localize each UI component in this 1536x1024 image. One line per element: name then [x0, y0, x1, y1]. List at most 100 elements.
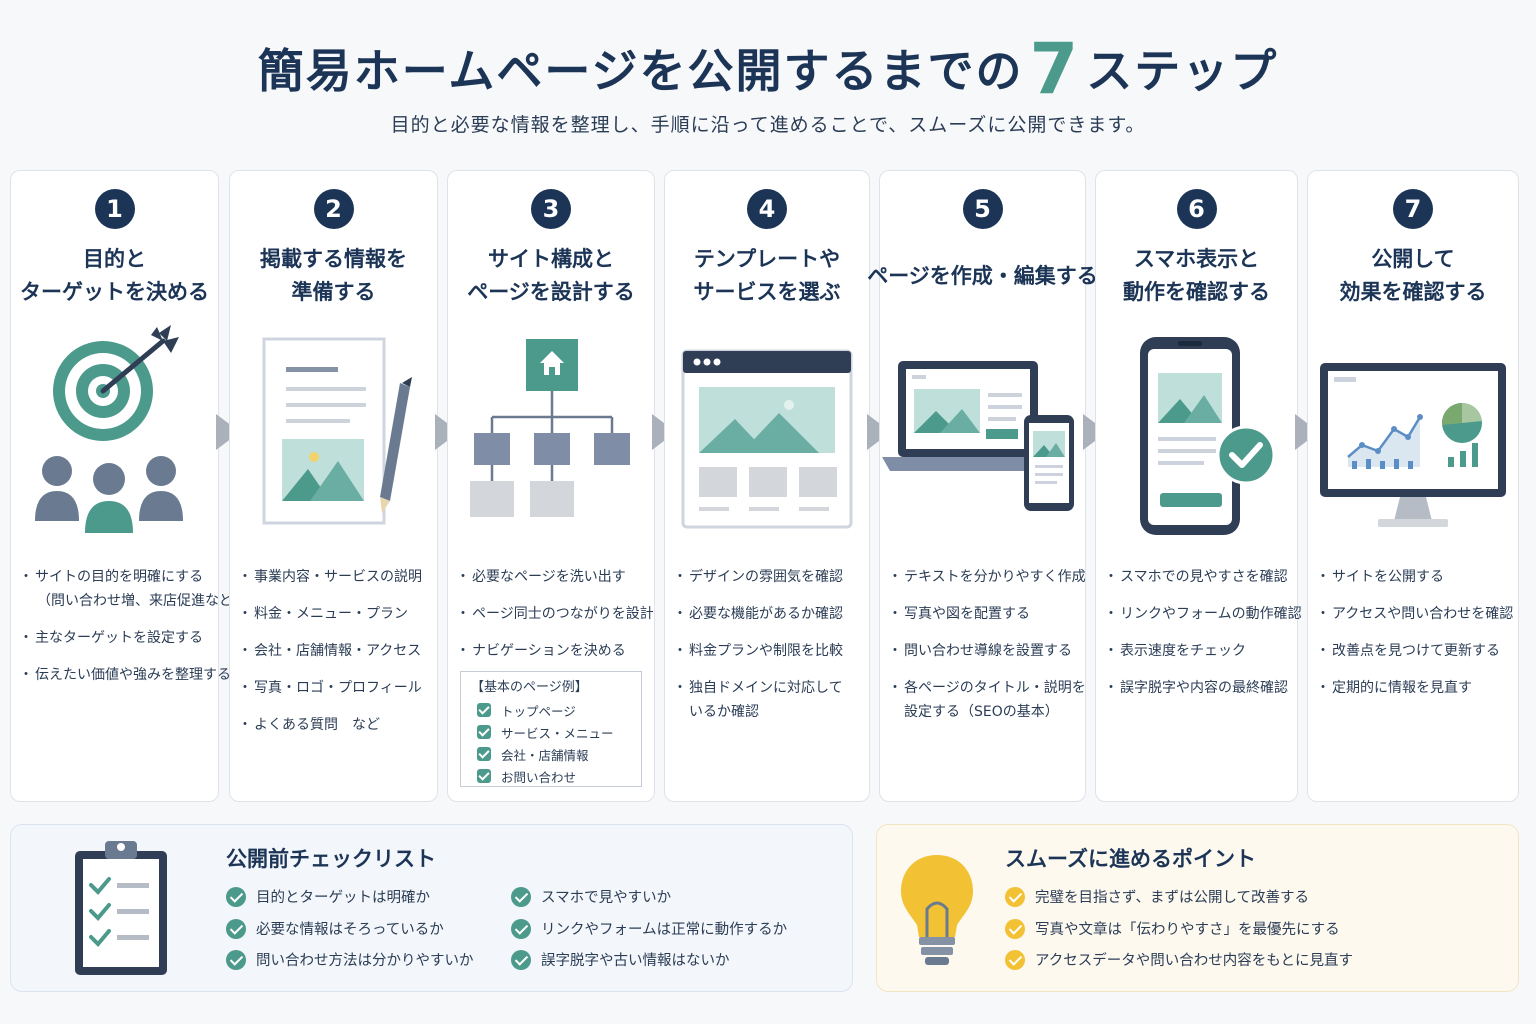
page-label: お問い合わせ	[501, 769, 577, 785]
browser-window-icon	[681, 349, 853, 529]
list-item: お問い合わせ	[471, 765, 631, 787]
step-card-3: 3 サイト構成と ページを設計する	[447, 170, 655, 802]
list-item: アクセスや問い合わせを確認	[1316, 602, 1513, 626]
list-item: ナビゲーションを決める	[456, 639, 648, 663]
checkbox-icon	[477, 725, 491, 739]
list-item: 完璧を目指さず、まずは公開して改善する	[1005, 886, 1309, 907]
bar-chart-icon	[1448, 443, 1478, 467]
step-heading-line: 準備する	[291, 280, 376, 304]
list-item: 問い合わせ方法は分かりやすいか	[226, 949, 474, 970]
step-heading-line: 効果を確認する	[1339, 280, 1487, 304]
list-item: （問い合わせ増、来店促進など）	[37, 593, 247, 609]
step-heading: 掲載する情報を 準備する	[230, 241, 437, 311]
list-item: 誤字脱字や内容の最終確認	[1104, 676, 1291, 700]
step-card-6: 6 スマホ表示と 動作を確認する スマホでの見やすさを	[1095, 170, 1302, 802]
step-heading: スマホ表示と 動作を確認する	[1096, 241, 1297, 311]
list-item: リンクやフォームは正常に動作するか	[511, 918, 787, 939]
step-card-2: 2 掲載する情報を 準備する 事業内容・サービスの説明	[229, 170, 438, 802]
step-number: 1	[94, 189, 135, 229]
list-item: デザインの雰囲気を確認	[673, 565, 863, 589]
step-heading-line: 動作を確認する	[1123, 280, 1270, 304]
checklist-item-label: 問い合わせ方法は分かりやすいか	[256, 953, 474, 969]
checklist-panel: 公開前チェックリスト 目的とターゲットは明確か 必要な情報はそろっているか 問い…	[10, 824, 853, 992]
step-heading-line: テンプレートや	[693, 247, 841, 271]
title-before: 簡易ホームページを公開するまでの	[257, 44, 1024, 98]
step-bullets: スマホでの見やすさを確認 リンクやフォームの動作確認 表示速度をチェック 誤字脱…	[1104, 565, 1302, 713]
smartphone-icon	[1140, 337, 1240, 535]
home-icon	[540, 351, 564, 375]
step-card-5: 5 ページを作成・編集する	[867, 170, 1098, 802]
list-item: いるか確認	[689, 704, 759, 720]
checklist-item-label: 誤字脱字や古い情報はないか	[541, 953, 730, 969]
step-heading-line: ターゲットを決める	[20, 280, 209, 304]
devices-illustration	[880, 321, 1085, 541]
list-item: サイトの目的を明確にする	[19, 565, 212, 589]
step-heading-line: サイト構成と	[488, 247, 614, 271]
list-item: テキストを分かりやすく作成	[888, 565, 1086, 589]
list-item: スマホでの見やすさを確認	[1104, 565, 1291, 589]
step-heading-line: ページを設計する	[467, 280, 635, 304]
list-item: アクセスデータや問い合わせ内容をもとに見直す	[1005, 949, 1353, 970]
step-bullets: 必要なページを洗い出す ページ同士のつながりを設計 ナビゲーションを決める	[456, 565, 654, 676]
list-item: サイトを公開する	[1316, 565, 1512, 589]
check-circle-icon	[1216, 425, 1276, 485]
basic-pages-box: 【基本のページ例】 トップページ サービス・メニュー 会社・店舗情報 お問い合わ…	[460, 671, 642, 787]
step-number: 3	[531, 189, 571, 229]
step-bullets: サイトの目的を明確にする （問い合わせ増、来店促進など） 主なターゲットを設定す…	[19, 565, 247, 700]
list-item: 料金・メニュー・プラン	[238, 602, 431, 626]
list-item: 伝えたい価値や強みを整理する	[19, 663, 231, 687]
step-number: 7	[1393, 189, 1433, 229]
step-bullets: テキストを分かりやすく作成 写真や図を配置する 問い合わせ導線を設置する 各ペー…	[888, 565, 1086, 737]
list-item: 写真や図を配置する	[888, 602, 1079, 626]
step-heading: 公開して 効果を確認する	[1308, 241, 1518, 311]
list-item: 会社・店舗情報	[471, 743, 631, 765]
list-item: 料金プランや制限を比較	[673, 639, 863, 663]
line-chart-icon	[1347, 414, 1423, 469]
step-bullets: サイトを公開する アクセスや問い合わせを確認 改善点を見つけて更新する 定期的に…	[1316, 565, 1513, 713]
arrow-icon	[100, 325, 179, 394]
list-item: よくある質問 など	[238, 713, 431, 737]
tips-item-label: 完璧を目指さず、まずは公開して改善する	[1035, 890, 1310, 906]
list-item: ページ同士のつながりを設計	[456, 602, 654, 626]
step-heading: 目的と ターゲットを決める	[11, 241, 218, 311]
step-heading-line: 公開して	[1371, 247, 1455, 271]
tips-item-label: アクセスデータや問い合わせ内容をもとに見直す	[1035, 953, 1353, 969]
mobile-check-illustration	[1096, 321, 1297, 541]
document-illustration	[230, 321, 437, 541]
checklist-item-label: スマホで見やすいか	[541, 890, 672, 906]
step-bullets: 事業内容・サービスの説明 料金・メニュー・プラン 会社・店舗情報・アクセス 写真…	[238, 565, 431, 750]
checklist-item-label: リンクやフォームは正常に動作するか	[541, 922, 788, 938]
list-item: サービス・メニュー	[471, 721, 631, 743]
lightbulb-icon	[901, 855, 973, 965]
list-item: 問い合わせ導線を設置する	[888, 639, 1079, 663]
page-label: サービス・メニュー	[501, 725, 614, 741]
list-item: トップページ	[471, 699, 631, 721]
check-icon	[1005, 918, 1025, 939]
checklist-item-label: 目的とターゲットは明確か	[256, 890, 430, 906]
list-item: 主なターゲットを設定する	[19, 626, 212, 650]
list-item: 誤字脱字や古い情報はないか	[511, 949, 730, 970]
checkbox-icon	[477, 769, 491, 783]
sitemap-icon	[490, 391, 614, 481]
step-heading: ページを作成・編集する	[867, 241, 1098, 311]
list-item: 表示速度をチェック	[1104, 639, 1291, 663]
step-heading: テンプレートや サービスを選ぶ	[665, 241, 869, 311]
step-heading-line: 掲載する情報を	[260, 247, 407, 271]
list-item: リンクやフォームの動作確認	[1104, 602, 1302, 626]
smartphone-icon	[1024, 415, 1074, 511]
page-label: 会社・店舗情報	[501, 747, 589, 763]
target-audience-illustration	[11, 321, 218, 541]
sitemap-illustration	[448, 321, 654, 541]
check-icon	[511, 918, 531, 939]
list-item: 各ページのタイトル・説明を	[888, 676, 1086, 700]
step-number: 2	[313, 189, 354, 229]
step-card-4: 4 テンプレートや サービスを選ぶ	[664, 170, 870, 802]
list-item: 必要なページを洗い出す	[456, 565, 648, 589]
checklist-item-label: 必要な情報はそろっているか	[256, 922, 444, 938]
list-item: 必要な情報はそろっているか	[226, 918, 444, 939]
pie-chart-icon	[1441, 402, 1482, 443]
document-icon	[262, 337, 386, 525]
check-icon	[226, 886, 246, 907]
checklist-title: 公開前チェックリスト	[226, 847, 436, 871]
